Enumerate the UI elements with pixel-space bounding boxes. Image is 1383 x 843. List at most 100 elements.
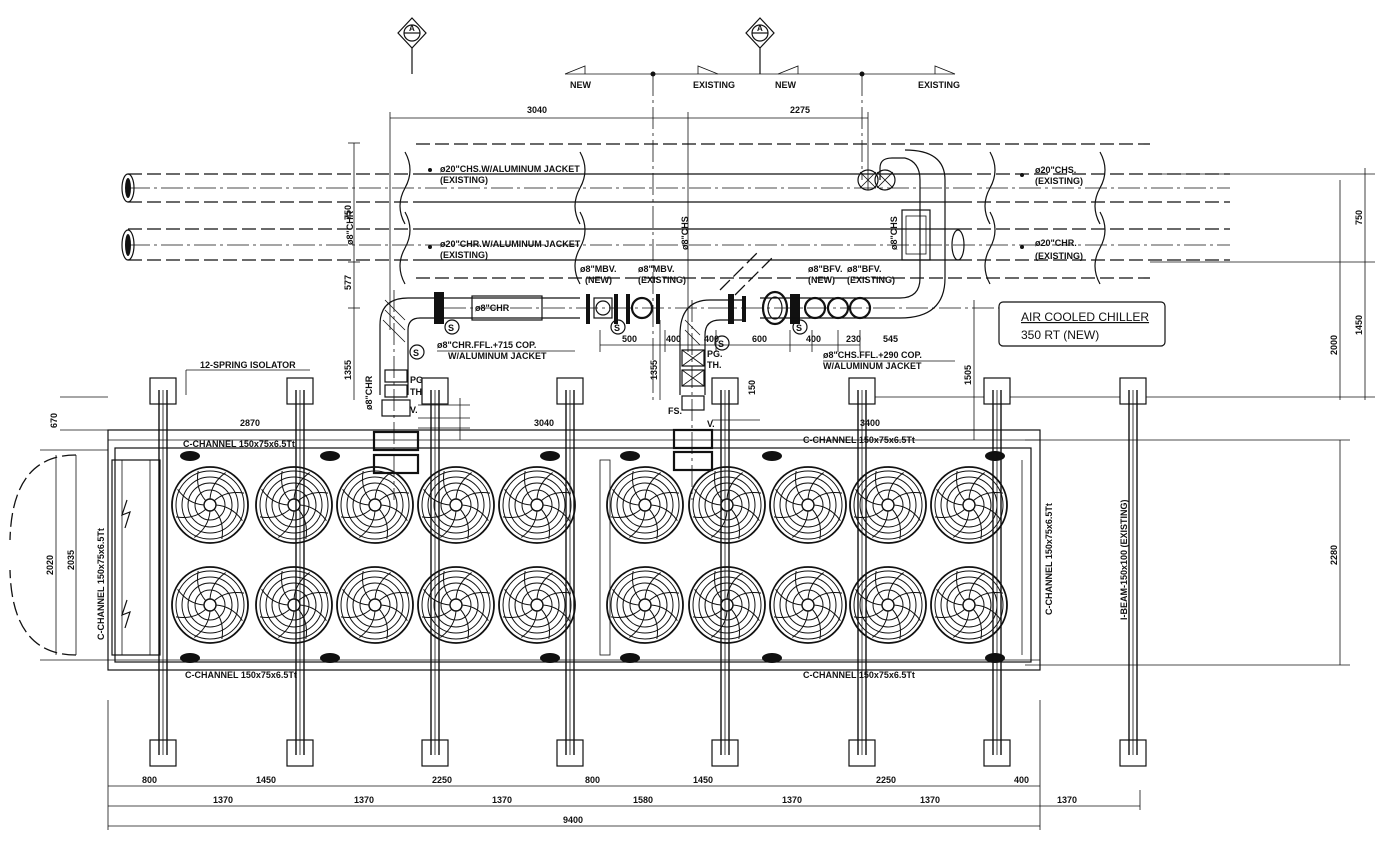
dim-b-2250a: 2250	[432, 775, 452, 785]
section-marker-right[interactable]: A	[745, 17, 775, 74]
label-mbv-exist: ø8"MBV.	[638, 264, 674, 274]
condenser-fan-icon	[849, 566, 927, 644]
label-chr-ffl: ø8"CHR.FFL.+715 COP.	[437, 340, 536, 350]
label-pg: PG.	[707, 349, 723, 359]
condenser-fan-icon	[930, 466, 1008, 544]
dim-577: 577	[343, 275, 353, 290]
dim-b-400: 400	[1014, 775, 1029, 785]
dim-3400: 3400	[860, 418, 880, 428]
dim-400-b: 400	[704, 334, 719, 344]
label-chr-vertical: ø8"CHR	[345, 210, 355, 245]
condenser-fans	[171, 466, 1008, 644]
condenser-fan-icon	[336, 566, 414, 644]
label-chs-left: ø20"CHS.W/ALUMINUM JACKET	[440, 164, 580, 174]
label-cch-bot-right: C-CHANNEL 150x75x6.5Tt	[803, 670, 915, 680]
condenser-fan-icon	[336, 466, 414, 544]
label-chr-left: ø20"CHR.W/ALUMINUM JACKET	[440, 239, 581, 249]
label-chs-ffl-sub: W/ALUMINUM JACKET	[823, 361, 922, 371]
chiller-title-box[interactable]: AIR COOLED CHILLER 350 RT (NEW)	[998, 301, 1166, 347]
chiller-subtitle: 350 RT (NEW)	[1021, 328, 1099, 342]
dim-c-1370f: 1370	[1057, 795, 1077, 805]
dim-c-1370d: 1370	[782, 795, 802, 805]
dim-230: 230	[846, 334, 861, 344]
door-swing: 2020 2035 670	[9, 396, 108, 661]
label-fs: FS.	[668, 406, 682, 416]
label-cch-bot-left: C-CHANNEL 150x75x6.5Tt	[185, 670, 297, 680]
pipe-labels: ø20"CHS.W/ALUMINUM JACKET (EXISTING) ø20…	[428, 164, 1083, 261]
label-spring-isolator: 12-SPRING ISOLATOR	[200, 360, 296, 370]
dim-b-800a: 800	[142, 775, 157, 785]
chs-right-riser: ø8"CHS	[857, 149, 946, 319]
i-beam-column	[286, 377, 314, 767]
dim-545: 545	[883, 334, 898, 344]
label-chr-right-sub: (EXISTING)	[1035, 251, 1083, 261]
condenser-fan-icon	[688, 566, 766, 644]
i-beam-column	[848, 377, 876, 767]
dim-2020: 2020	[45, 555, 55, 575]
existing-pipe-chr	[121, 211, 1230, 285]
dim-2280: 2280	[1329, 545, 1339, 565]
label-cch-left: C-CHANNEL 150x75x6.5Tt	[96, 528, 106, 640]
label-mbv-new-sub: (NEW)	[585, 275, 612, 285]
label-chs-right: ø20"CHS.	[1035, 165, 1076, 175]
dim-c-1370e: 1370	[920, 795, 940, 805]
dim-b-800b: 800	[585, 775, 600, 785]
bottom-dimensions: 800 1450 2250 800 1450 2250 400 1370 137…	[107, 700, 1141, 830]
instrument-stack-left: PG. TH. V.	[372, 369, 470, 475]
dim-3040-b: 3040	[534, 418, 554, 428]
condenser-fan-icon	[171, 466, 249, 544]
section-marker-left[interactable]: A	[397, 17, 427, 74]
dim-c-1580: 1580	[633, 795, 653, 805]
strainer-s: S	[448, 323, 454, 333]
dim-3040: 3040	[527, 105, 547, 115]
instrument-stack-right: PG. TH. FS. V.	[668, 349, 760, 472]
i-beam-column	[149, 377, 177, 767]
i-beam-column	[711, 377, 739, 767]
chs-riser: ø8"CHS	[679, 216, 900, 500]
dim-b-2250b: 2250	[876, 775, 896, 785]
dim-1450-right: 1450	[1354, 315, 1364, 335]
dim-670: 670	[49, 413, 59, 428]
dim-2035: 2035	[66, 550, 76, 570]
label-chr-right: ø20"CHR.	[1035, 238, 1077, 248]
label-bfv-new: ø8"BFV.	[808, 264, 842, 274]
condenser-fan-icon	[417, 566, 495, 644]
i-beam-column	[421, 377, 449, 767]
label-pg: PG.	[410, 375, 426, 385]
dim-1355-right: 1355	[649, 360, 659, 380]
condenser-fan-icon	[255, 566, 333, 644]
dim-c-1370b: 1370	[354, 795, 374, 805]
dim-750-right: 750	[1354, 210, 1364, 225]
strainer-symbols: S S S S S	[409, 319, 808, 360]
dim-2000: 2000	[1329, 335, 1339, 355]
condenser-fan-icon	[606, 566, 684, 644]
label-mbv-exist-sub: (EXISTING)	[638, 275, 686, 285]
dim-400-c: 400	[806, 334, 821, 344]
dim-1355-left: 1355	[343, 360, 353, 380]
label-chr-small: ø8"CHR	[475, 303, 510, 313]
mid-dimensions: 750 577 1355 1355 500 400 400 600 400 23…	[343, 142, 975, 440]
dim-c-1370c: 1370	[492, 795, 512, 805]
label-th: TH.	[410, 387, 425, 397]
c-channel-frame: C-CHANNEL 150x75x6.5Tt C-CHANNEL 150x75x…	[96, 429, 1054, 680]
existing-pipe-chs	[121, 143, 1230, 225]
header-new-label: NEW	[570, 80, 592, 90]
condenser-fan-icon	[769, 466, 847, 544]
mbv-valves: ø8"MBV. (NEW) ø8"MBV. (EXISTING) ø8"BFV.…	[580, 264, 895, 324]
condenser-fan-icon	[417, 466, 495, 544]
dim-c-1370a: 1370	[213, 795, 233, 805]
dim-600: 600	[752, 334, 767, 344]
label-chs-ffl: ø8"CHS.FFL.+290 COP.	[823, 350, 922, 360]
label-chs-left-sub: (EXISTING)	[440, 175, 488, 185]
label-chr-short: ø8"CHR	[364, 375, 374, 410]
condenser-fan-icon	[255, 466, 333, 544]
dim-150: 150	[747, 380, 757, 395]
label-bfv-exist-sub: (EXISTING)	[847, 275, 895, 285]
dim-b-1450a: 1450	[256, 775, 276, 785]
condenser-fan-icon	[498, 466, 576, 544]
label-cch-top-right: C-CHANNEL 150x75x6.5Tt	[803, 435, 915, 445]
label-ibeam: I-BEAM-150x100 (EXISTING)	[1119, 499, 1129, 620]
condenser-fan-icon	[498, 566, 576, 644]
i-beam-column	[556, 377, 584, 767]
new-existing-headers: NEW EXISTING NEW EXISTING	[564, 65, 960, 400]
